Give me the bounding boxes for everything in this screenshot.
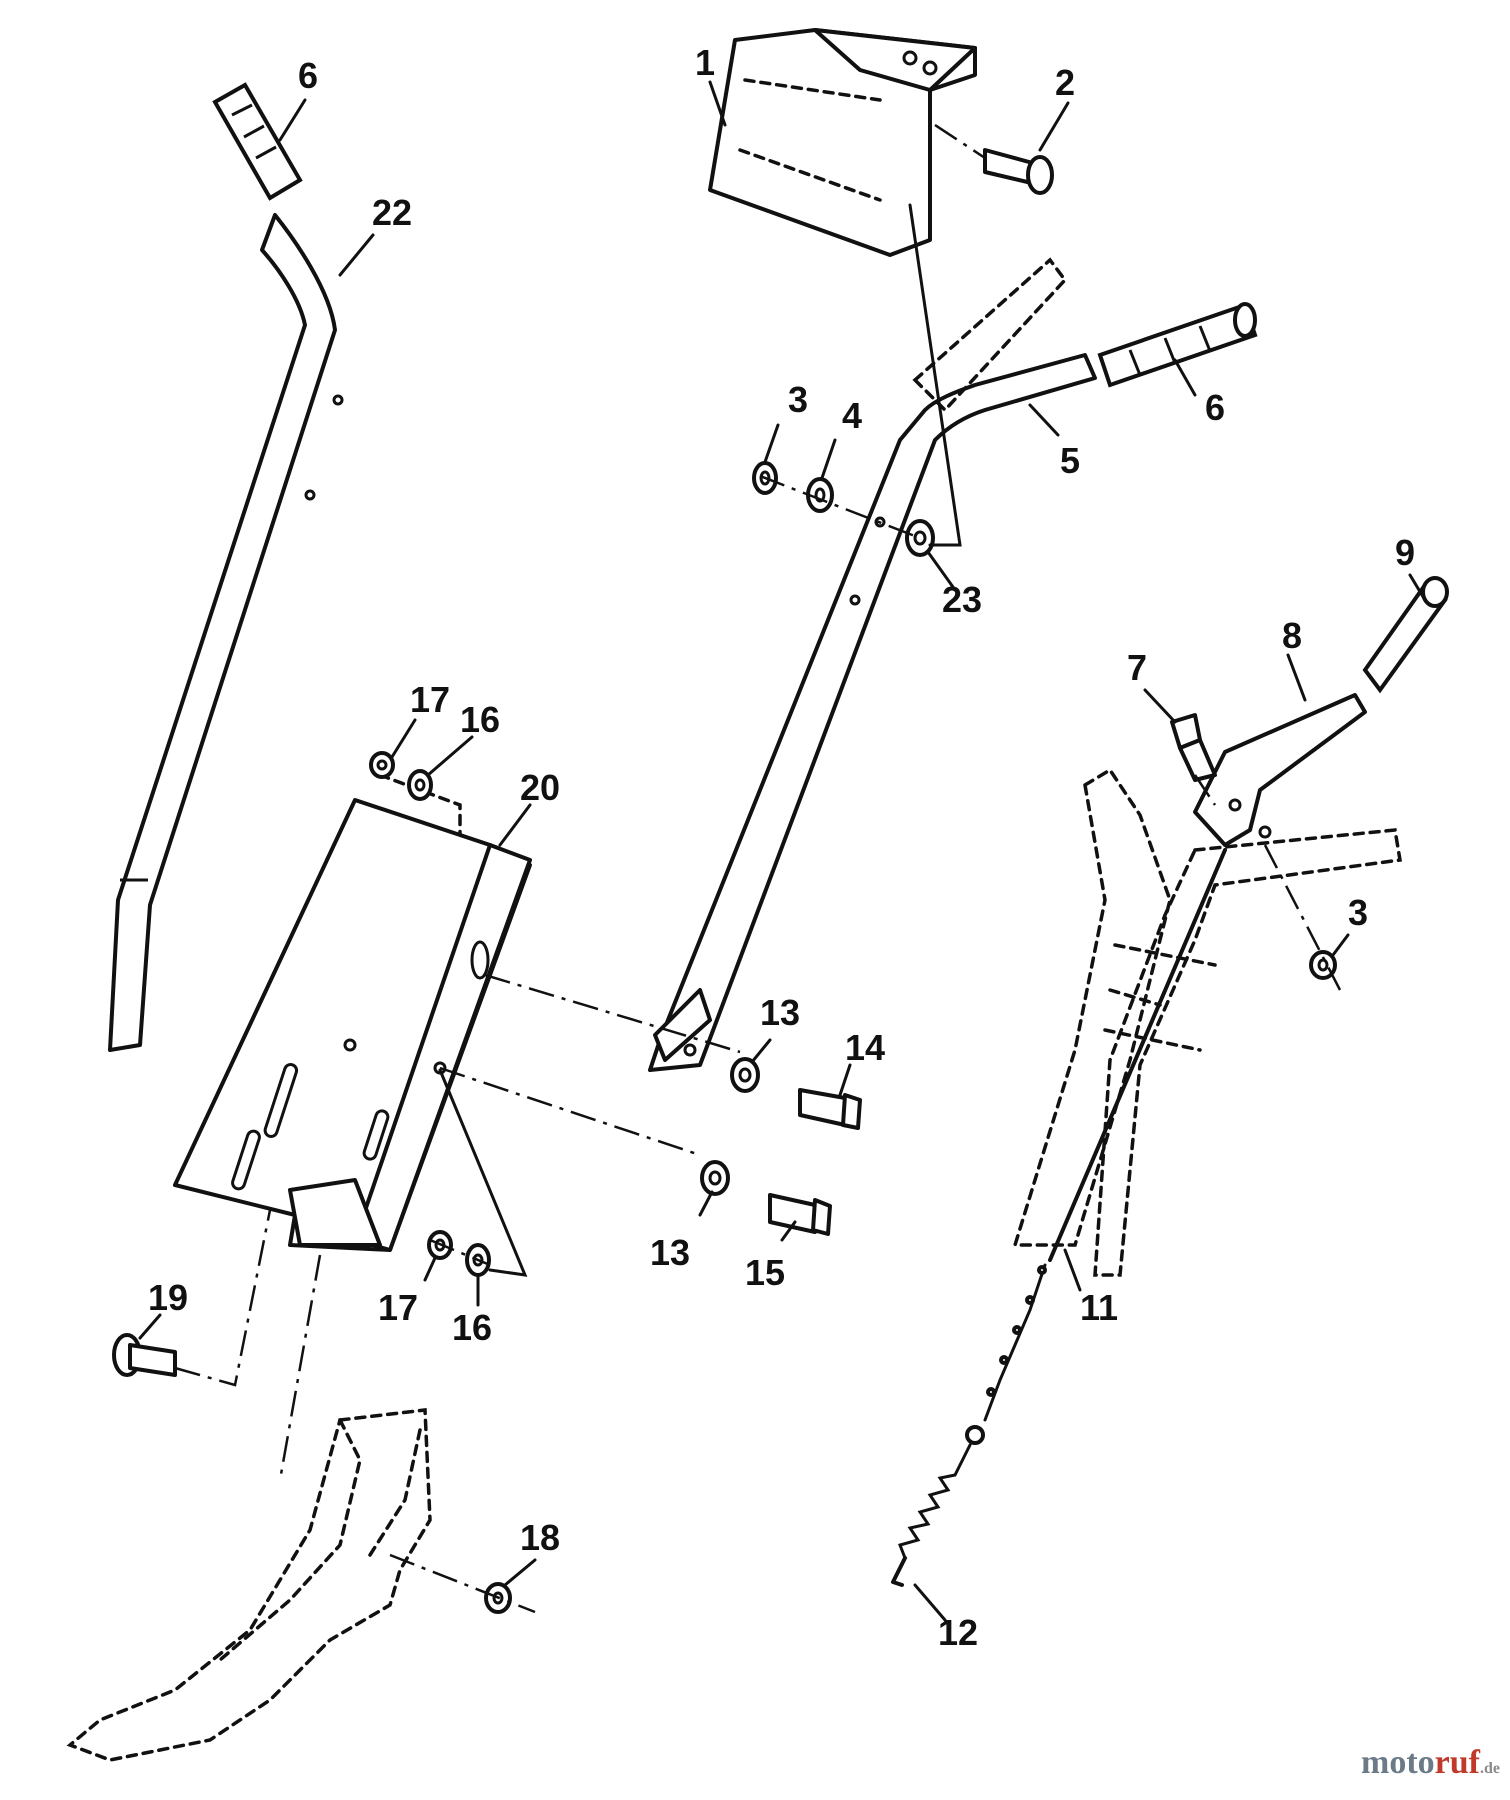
washer-23 bbox=[905, 519, 935, 557]
callout-7: 7 bbox=[1127, 647, 1147, 688]
callout-13-lower: 13 bbox=[650, 1232, 690, 1273]
callout-4: 4 bbox=[842, 395, 862, 436]
callout-2: 2 bbox=[1055, 62, 1075, 103]
control-panel-bracket bbox=[708, 28, 977, 257]
callout-11: 11 bbox=[1080, 1287, 1118, 1328]
left-handle-tube bbox=[108, 213, 344, 1052]
callout-17-bottom: 17 bbox=[378, 1287, 418, 1328]
washer-16-top bbox=[407, 769, 433, 801]
callout-19: 19 bbox=[148, 1277, 188, 1318]
callout-6-left: 6 bbox=[298, 55, 318, 96]
bolt-2 bbox=[983, 148, 1054, 195]
callout-22: 22 bbox=[372, 192, 412, 233]
handle-outline-dashed bbox=[1012, 767, 1403, 1277]
callout-8: 8 bbox=[1282, 615, 1302, 656]
callout-5: 5 bbox=[1060, 440, 1080, 481]
callout-17-top: 17 bbox=[410, 679, 450, 720]
spring-12 bbox=[891, 1425, 985, 1587]
callout-6-right: 6 bbox=[1205, 387, 1225, 428]
right-handle-grip bbox=[1097, 302, 1258, 388]
nut-17-top bbox=[369, 751, 395, 779]
callout-16-bottom: 16 bbox=[452, 1307, 492, 1348]
callout-1: 1 bbox=[695, 42, 715, 83]
bolt-14 bbox=[798, 1088, 862, 1130]
callout-13-upper: 13 bbox=[760, 992, 800, 1033]
nut-3-right bbox=[1309, 950, 1337, 980]
callout-9: 9 bbox=[1395, 532, 1415, 573]
watermark-logo: motoruf.de bbox=[1361, 1744, 1500, 1781]
washer-13-upper bbox=[730, 1057, 760, 1093]
callout-16-top: 16 bbox=[460, 699, 500, 740]
bolt-15 bbox=[768, 1193, 832, 1236]
callout-23: 23 bbox=[942, 579, 982, 620]
tiller-frame-outline bbox=[66, 1408, 432, 1762]
callout-20: 20 bbox=[520, 767, 560, 808]
callout-15: 15 bbox=[745, 1252, 785, 1293]
mounting-plate bbox=[173, 798, 532, 1252]
callout-14: 14 bbox=[845, 1027, 885, 1068]
control-rod bbox=[983, 848, 1227, 1422]
washer-13-lower bbox=[700, 1160, 730, 1196]
carriage-bolt-19 bbox=[112, 1333, 177, 1377]
callout-18: 18 bbox=[520, 1517, 560, 1558]
callout-3-right: 3 bbox=[1348, 892, 1368, 933]
lever-grip bbox=[1362, 576, 1449, 694]
callout-3-upper: 3 bbox=[788, 379, 808, 420]
right-handle-tube bbox=[648, 353, 1097, 1072]
left-handle-grip bbox=[212, 82, 303, 201]
clutch-lever bbox=[1193, 693, 1367, 847]
callout-12: 12 bbox=[938, 1612, 978, 1653]
shoulder-bolt-7 bbox=[1170, 713, 1217, 782]
